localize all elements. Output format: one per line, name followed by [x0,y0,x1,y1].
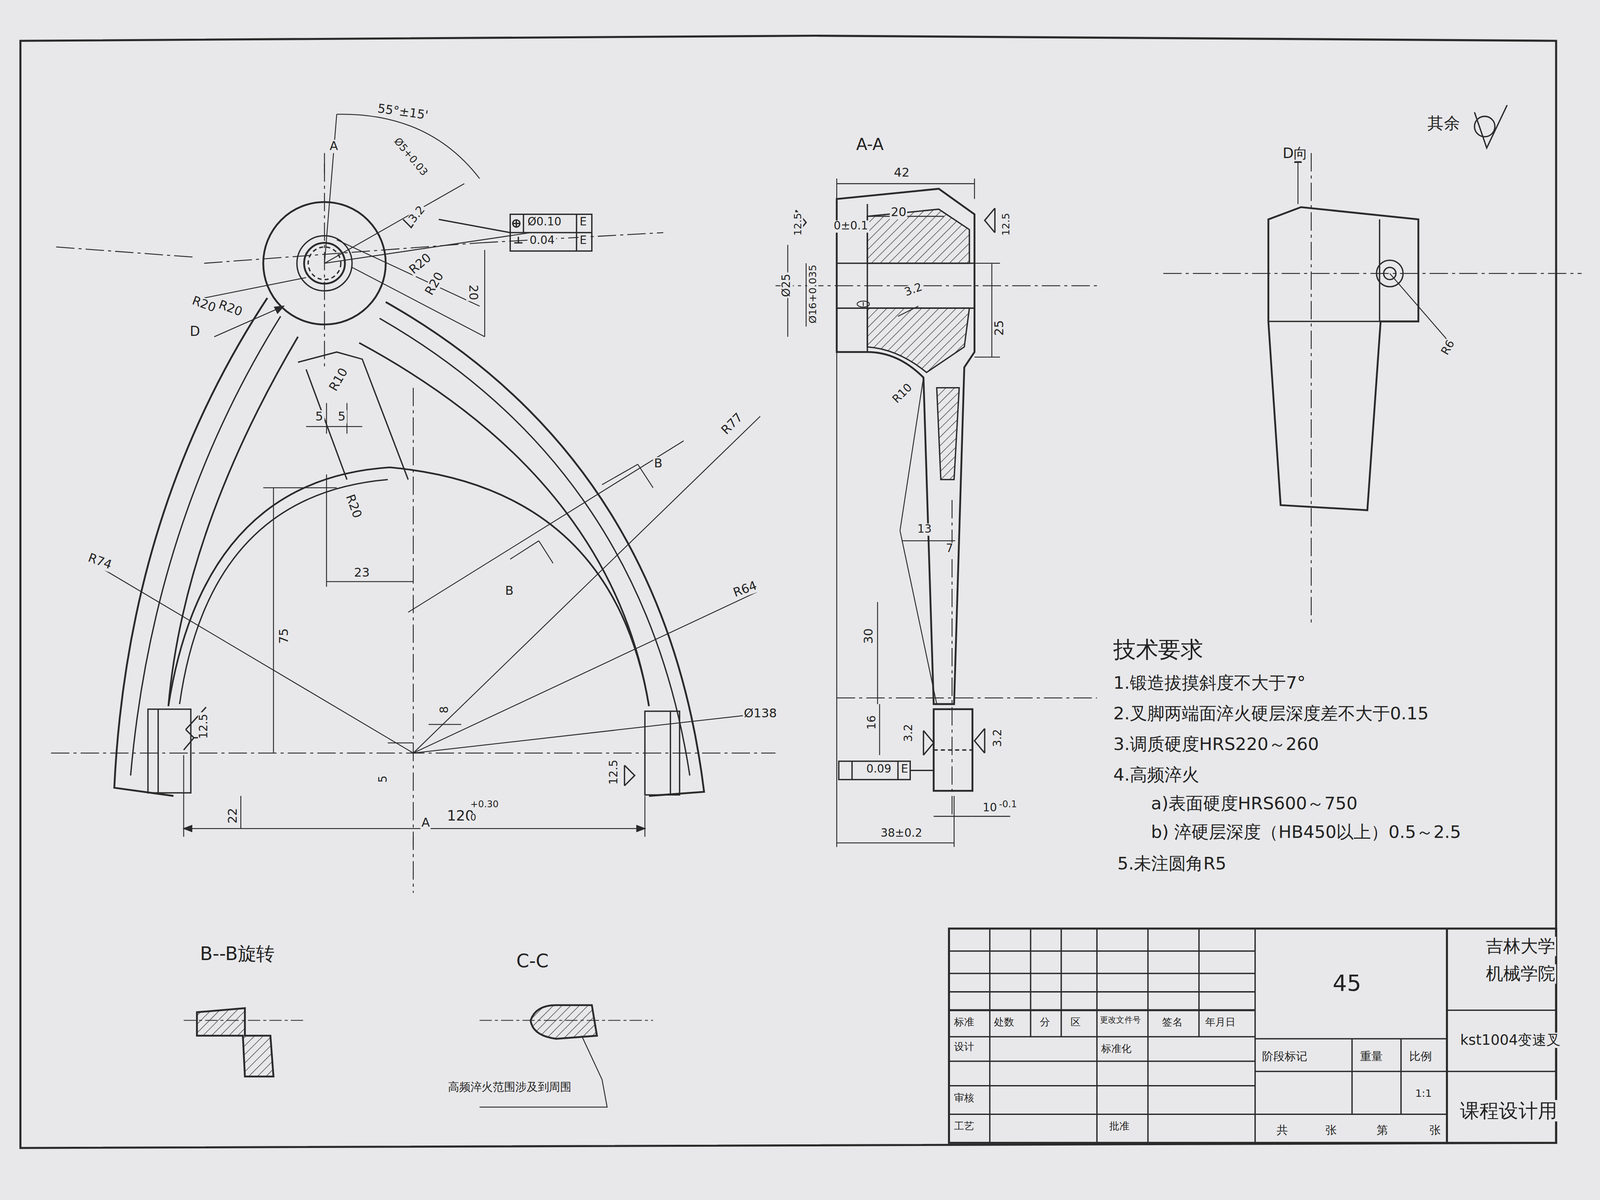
drawing-label: D [188,324,201,340]
drawing-label: 38±0.2 [879,827,923,840]
drawing-label: 5 [336,410,347,424]
drawing-label: -0.1 [997,800,1019,811]
drawing-label: R20 [342,491,365,521]
drawing-label: 20 [889,206,908,220]
drawing-label: 阶段标记 [1261,1051,1309,1064]
drawing-label: 45 [1331,971,1363,996]
drawing-label: R77 [718,410,747,438]
drawing-label: 75 [277,627,291,646]
drawing-label: kst1004变速叉 [1459,1032,1562,1049]
drawing-label: 高频淬火范围涉及到周围 [446,1081,573,1094]
drawing-label: 25 [992,318,1007,337]
drawing-label: 审核 [953,1091,976,1104]
drawing-label: 重量 [1359,1051,1384,1064]
drawing-label: 张 [1428,1124,1442,1138]
drawing-label: 处数 [992,1016,1016,1028]
drawing-label: 3.2 [902,281,925,300]
drawing-label: B [653,457,664,471]
drawing-label: 课程设计用 [1459,1100,1559,1122]
drawing-label: 12.5 [608,758,621,786]
drawing-label: 设计 [953,1040,976,1053]
drawing-label: R20 [215,297,245,320]
drawing-label: 1:1 [1414,1087,1433,1100]
drawing-label: A-A [855,135,885,155]
drawing-label: 工艺 [953,1120,976,1132]
drawing-label: 3.2 [991,728,1005,748]
drawing-label: 4.高频淬火 [1112,765,1200,785]
drawing-label: 30 [862,627,876,646]
drawing-label: 5.未注圆角R5 [1116,854,1228,873]
drawing-label: a)表面硬度HRS600～750 [1150,793,1359,813]
drawing-label: R20 [422,269,448,299]
drawing-label: R64 [730,578,760,601]
drawing-label: 5 [314,410,324,424]
drawing-label: 标准化 [1100,1042,1133,1055]
drawing-label: 机械学院 [1484,964,1557,984]
drawing-label: 更改文件号 [1098,1016,1142,1025]
drawing-label: 3.2 [406,203,429,227]
drawing-label: 0.04 [528,234,556,248]
drawing-label: 23 [353,566,371,580]
drawing-label: D向 [1281,145,1309,162]
drawing-label: 标准 [953,1016,976,1028]
drawing-label: R10 [889,381,916,407]
drawing-label: C-C [515,951,550,972]
drawing-label: 5 [377,774,390,784]
drawing-label: 22 [226,806,240,825]
drawing-label: 3.调质硬度HRS220～260 [1112,734,1320,754]
drawing-label: 0.09 [865,763,893,776]
drawing-label: R10 [326,365,352,395]
drawing-label: 区 [1069,1016,1082,1028]
drawing-label: 8 [438,705,452,715]
drawing-label: 签名 [1161,1016,1184,1028]
drawing-label: 3.2 [903,722,916,743]
drawing-label: R20 [189,293,219,316]
drawing-label: R20 [406,250,435,278]
drawing-label: B--B旋转 [198,943,276,965]
drawing-label: 1.锻造拔摸斜度不大于7° [1112,673,1307,693]
drawing-label: 7 [944,542,955,556]
drawing-label: E [900,763,910,776]
drawing-label: Ø0.10 [526,216,563,229]
drawing-label: 批准 [1108,1120,1131,1132]
drawing-label: b) 淬硬层深度（HB450以上）0.5～2.5 [1150,822,1463,842]
drawing-label: 共 [1275,1124,1289,1138]
drawing-label: Ø138 [742,707,778,721]
drawing-label: 42 [892,166,911,180]
drawing-label: Ø5+0.03 [391,134,432,179]
drawing-label: 技术要求 [1112,637,1205,663]
drawing-label: 20 [466,283,480,302]
drawing-label: 12.5 [791,212,804,237]
drawing-label: 比例 [1408,1051,1433,1064]
drawing-label: 12.5 [1000,212,1012,237]
drawing-label: 分 [1038,1016,1051,1028]
drawing-label: Ø25 [780,272,794,298]
drawing-label: 2.叉脚两端面淬火硬层深度差不大于0.15 [1112,704,1430,723]
drawing-label: 其余 [1426,114,1462,133]
drawing-label: 16 [866,714,879,731]
drawing-label: 第 [1375,1124,1389,1138]
drawing-label: 张 [1324,1124,1338,1138]
drawing-label: E [578,216,588,229]
drawing-label: E [578,234,588,248]
drawing-label: Ø16+0.035 [807,263,819,325]
drawing-label: 年月日 [1204,1016,1237,1028]
drawing-label: 55°±15' [375,102,431,123]
drawing-label: 0 [469,813,478,824]
drawing-label: 12.5 [197,712,211,740]
drawing-label: A [420,816,432,830]
drawing-label: 10 [981,802,998,815]
drawing-label: R74 [85,551,115,573]
drawing-label: +0.30 [469,800,500,811]
drawing-label: 13 [916,523,933,536]
drawing-label: A [328,139,340,154]
drawing-label: 吉林大学 [1484,936,1557,956]
drawing-label: B [504,584,515,598]
drawing-label: 0±0.1 [832,220,869,234]
drawing-label: R6 [1438,337,1459,359]
